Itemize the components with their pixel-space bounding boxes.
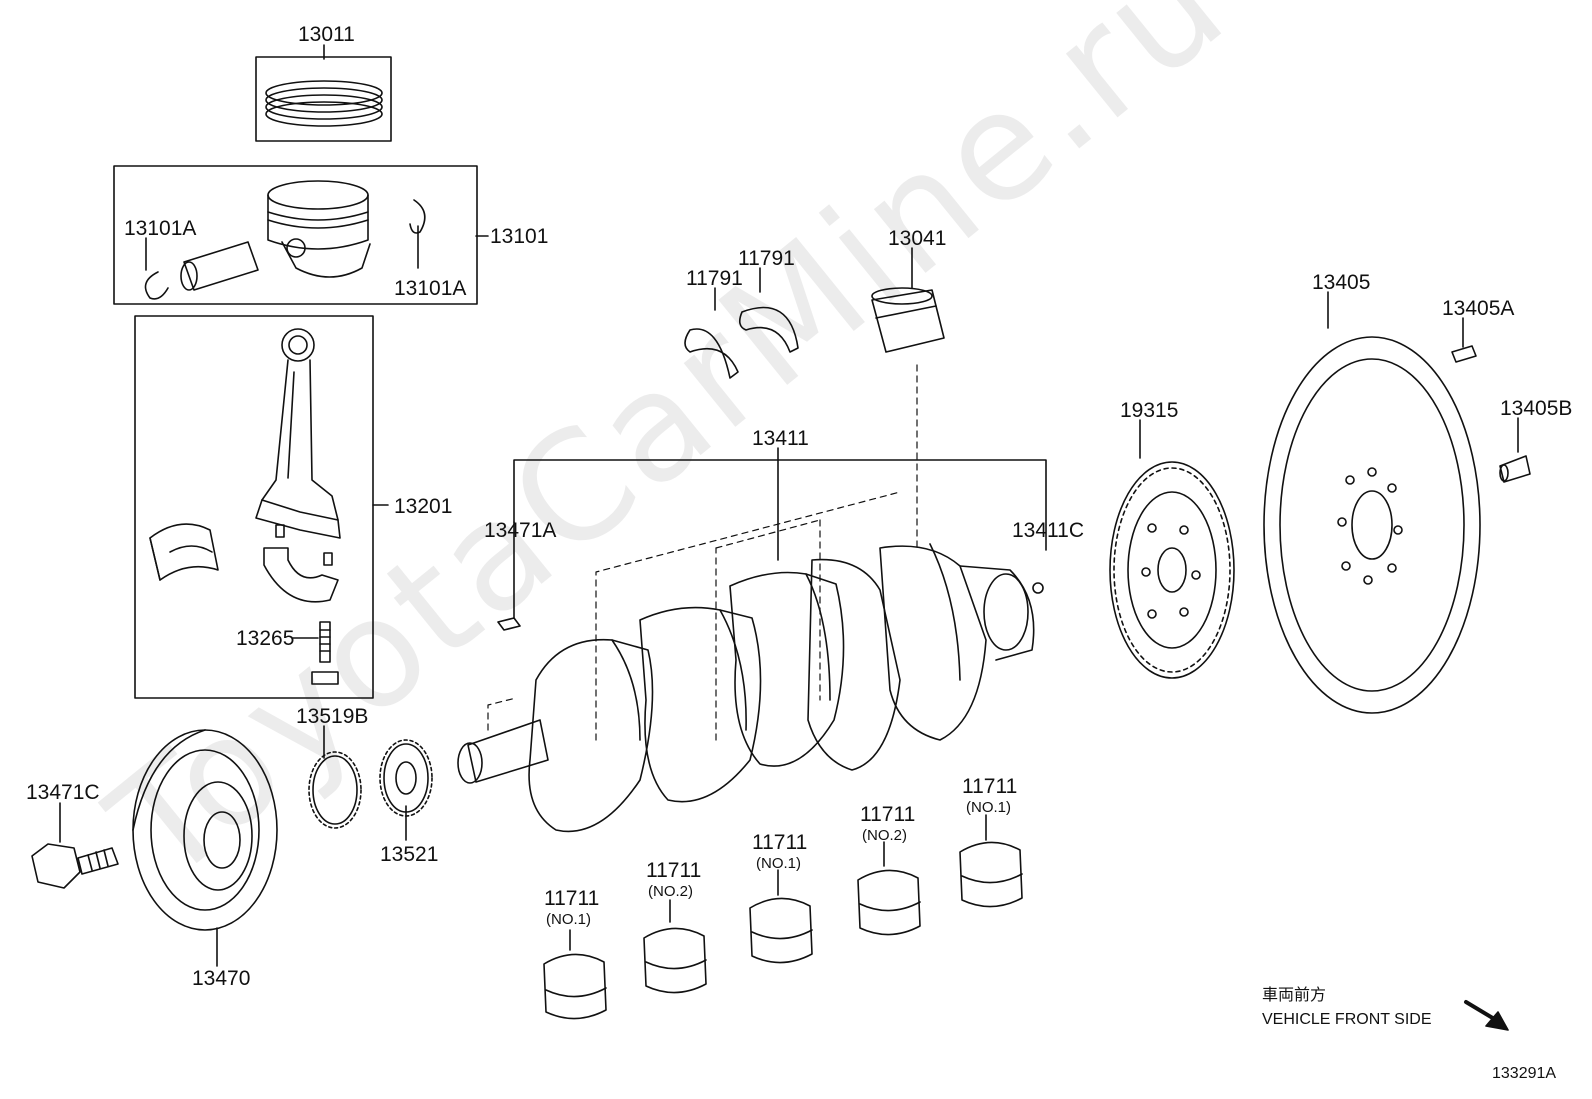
label-11711-bearing-1[interactable]: 11711 [544, 887, 600, 910]
label-13521[interactable]: 13521 [380, 843, 439, 866]
label-11711-bearing-5[interactable]: 11711 [962, 775, 1018, 798]
piston-ring-box [255, 56, 392, 142]
label-13405[interactable]: 13405 [1312, 271, 1371, 294]
label-bearing-5-size: (NO.1) [966, 799, 1011, 816]
timing-sprocket [308, 751, 362, 829]
crank-pin-13411C [1032, 582, 1044, 594]
label-13101[interactable]: 13101 [490, 225, 549, 248]
label-11711-bearing-4[interactable]: 11711 [860, 803, 916, 826]
direction-label-jp: 車両前方 [1262, 987, 1327, 1004]
thrust-washer-2 [738, 306, 799, 353]
thrust-bearing [871, 287, 945, 353]
label-13411[interactable]: 13411 [752, 427, 809, 450]
label-13405A[interactable]: 13405A [1442, 297, 1515, 320]
dashed-guides [487, 364, 918, 741]
label-11711-bearing-3[interactable]: 11711 [752, 831, 808, 854]
label-19315[interactable]: 19315 [1120, 399, 1179, 422]
pulley-bolt [31, 843, 119, 889]
label-13201[interactable]: 13201 [394, 495, 453, 518]
thrust-washer-1 [684, 328, 739, 379]
label-13405B[interactable]: 13405B [1500, 397, 1573, 420]
label-11791-b[interactable]: 11791 [738, 247, 795, 270]
piston-rings [265, 80, 383, 127]
front-direction-arrow [1464, 1000, 1509, 1031]
crankshaft [457, 543, 1035, 833]
snap-ring-right [409, 199, 426, 234]
main-bearing-4 [857, 869, 921, 936]
label-13471A[interactable]: 13471A [484, 519, 557, 542]
label-13411C[interactable]: 13411C [1012, 519, 1085, 542]
piston [267, 180, 371, 278]
rod-bolt [311, 621, 339, 685]
label-13265[interactable]: 13265 [236, 627, 295, 650]
oil-pump-gear [379, 739, 433, 817]
diagram-code: 133291A [1492, 1065, 1557, 1082]
connecting-rod [255, 328, 341, 603]
snap-ring-left [144, 271, 169, 300]
piston-pin [180, 241, 259, 291]
main-bearing-5 [959, 841, 1023, 908]
flywheel-pin [1451, 345, 1477, 363]
label-13519B[interactable]: 13519B [296, 705, 369, 728]
label-13011[interactable]: 13011 [298, 23, 355, 46]
main-bearing-1 [543, 953, 607, 1020]
flywheel [1263, 336, 1481, 714]
label-bearing-1-size: (NO.1) [546, 911, 591, 928]
crank-key [497, 617, 521, 631]
rod-bearing [149, 523, 219, 581]
signal-plate [1109, 461, 1235, 679]
leader-lines [59, 44, 1519, 967]
label-11791-a[interactable]: 11791 [686, 267, 743, 290]
label-13471C[interactable]: 13471C [26, 781, 100, 804]
direction-label-en: VEHICLE FRONT SIDE [1262, 1011, 1432, 1028]
label-13041[interactable]: 13041 [888, 227, 947, 250]
label-13101A-right[interactable]: 13101A [394, 277, 467, 300]
flywheel-bolt [1499, 455, 1531, 483]
label-bearing-4-size: (NO.2) [862, 827, 907, 844]
main-bearing-2 [643, 927, 707, 994]
conrod-box [134, 315, 374, 699]
label-bearing-2-size: (NO.2) [648, 883, 693, 900]
label-13101A-left[interactable]: 13101A [124, 217, 197, 240]
piston-box [113, 165, 478, 305]
label-bearing-3-size: (NO.1) [756, 855, 801, 872]
label-13470[interactable]: 13470 [192, 967, 251, 990]
crank-pulley [132, 729, 278, 931]
main-bearing-3 [749, 897, 813, 964]
label-11711-bearing-2[interactable]: 11711 [646, 859, 702, 882]
